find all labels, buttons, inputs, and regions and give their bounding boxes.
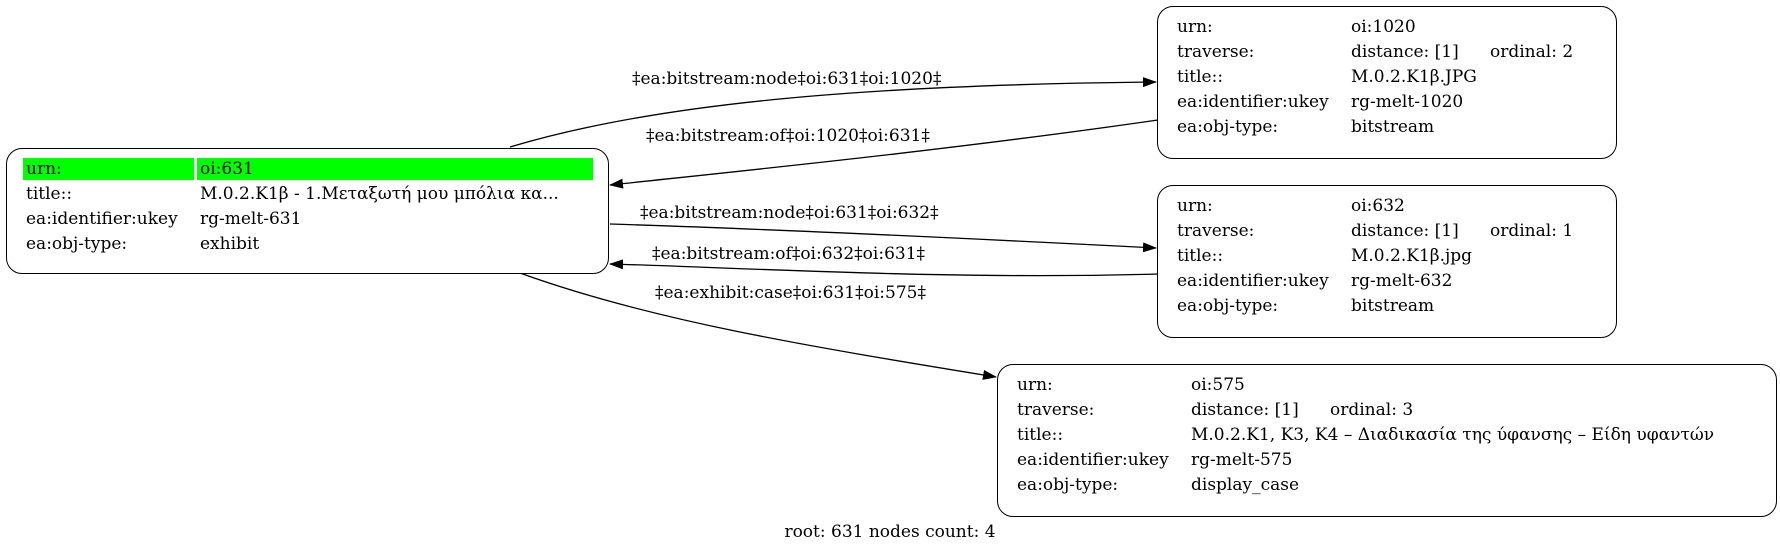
distance-value: distance: [1] xyxy=(1191,400,1299,420)
node-oi-1020: urn: oi:1020 traverse: distance: [1] ord… xyxy=(1157,6,1617,159)
edge-632-to-631 xyxy=(609,259,1159,277)
row-key: title:: xyxy=(1017,425,1064,445)
graph-footer: root: 631 nodes count: 4 xyxy=(784,522,996,542)
row-key: traverse: xyxy=(1177,221,1255,241)
row-value: M.0.2.K1β - 1.Μεταξωτή μου μπόλια κα... xyxy=(200,184,559,204)
row-key: ea:identifier:ukey xyxy=(26,209,178,229)
row-key: ea:identifier:ukey xyxy=(1017,450,1169,470)
node-table: urn: oi:1020 traverse: distance: [1] ord… xyxy=(1171,13,1579,141)
row-value: M.0.2.K1β.jpg xyxy=(1351,246,1473,266)
urn-row: urn: oi:1020 xyxy=(1174,16,1576,38)
distance-value: distance: [1] xyxy=(1351,221,1459,241)
row-value: oi:632 xyxy=(1351,196,1405,216)
edge-1020-to-631 xyxy=(609,119,1159,189)
ukey-row: ea:identifier:ukey rg-melt-1020 xyxy=(1174,91,1576,113)
row-key: urn: xyxy=(23,158,194,180)
edge-631-to-1020 xyxy=(509,77,1157,148)
row-value: rg-melt-631 xyxy=(200,209,302,229)
type-row: ea:obj-type: bitstream xyxy=(1174,295,1576,317)
row-key: ea:obj-type: xyxy=(1017,475,1119,495)
urn-row: urn: oi:575 xyxy=(1014,374,1717,396)
root-type-row: ea:obj-type: exhibit xyxy=(23,233,593,255)
row-key: traverse: xyxy=(1017,400,1095,420)
title-row: title:: M.0.2.K1, K3, K4 – Διαδικασία τη… xyxy=(1014,424,1717,446)
row-key: ea:identifier:ukey xyxy=(1177,271,1329,291)
row-key: ea:obj-type: xyxy=(1177,117,1279,137)
traverse-row: traverse: distance: [1] ordinal: 1 xyxy=(1174,220,1576,242)
row-value: rg-melt-575 xyxy=(1191,450,1293,470)
row-key: ea:identifier:ukey xyxy=(1177,92,1329,112)
edge-631-to-632 xyxy=(609,223,1157,253)
root-urn-row: urn: oi:631 xyxy=(23,158,593,180)
row-key: ea:obj-type: xyxy=(1177,296,1279,316)
edge-label: ‡ea:bitstream:of‡oi:1020‡oi:631‡ xyxy=(646,126,930,146)
row-value: rg-melt-632 xyxy=(1351,271,1453,291)
root-title-row: title:: M.0.2.K1β - 1.Μεταξωτή μου μπόλι… xyxy=(23,183,593,205)
root-node-table: urn: oi:631 title:: M.0.2.K1β - 1.Μεταξω… xyxy=(20,155,596,258)
node-table: urn: oi:575 traverse: distance: [1] ordi… xyxy=(1011,371,1720,499)
row-key: urn: xyxy=(1017,375,1053,395)
node-table: urn: oi:632 traverse: distance: [1] ordi… xyxy=(1171,192,1579,320)
ordinal-value: ordinal: 3 xyxy=(1330,400,1414,420)
edge-631-to-575 xyxy=(519,272,997,380)
node-oi-575: urn: oi:575 traverse: distance: [1] ordi… xyxy=(997,364,1777,517)
row-value: display_case xyxy=(1191,475,1300,495)
row-value: oi:575 xyxy=(1191,375,1245,395)
ordinal-value: ordinal: 1 xyxy=(1490,221,1574,241)
row-value: bitstream xyxy=(1351,117,1435,137)
traverse-row: traverse: distance: [1] ordinal: 3 xyxy=(1014,399,1717,421)
node-oi-632: urn: oi:632 traverse: distance: [1] ordi… xyxy=(1157,185,1617,338)
row-value: bitstream xyxy=(1351,296,1435,316)
row-value: exhibit xyxy=(200,234,260,254)
row-key: title:: xyxy=(26,184,73,204)
row-value: oi:1020 xyxy=(1351,17,1416,37)
row-key: title:: xyxy=(1177,246,1224,266)
type-row: ea:obj-type: bitstream xyxy=(1174,116,1576,138)
row-value: M.0.2.K1β.JPG xyxy=(1351,67,1477,87)
row-key: ea:obj-type: xyxy=(26,234,128,254)
row-value: rg-melt-1020 xyxy=(1351,92,1464,112)
distance-value: distance: [1] xyxy=(1351,42,1459,62)
ukey-row: ea:identifier:ukey rg-melt-632 xyxy=(1174,270,1576,292)
type-row: ea:obj-type: display_case xyxy=(1014,474,1717,496)
traverse-row: traverse: distance: [1] ordinal: 2 xyxy=(1174,41,1576,63)
edge-label: ‡ea:bitstream:node‡oi:631‡oi:632‡ xyxy=(640,203,939,223)
ordinal-value: ordinal: 2 xyxy=(1490,42,1574,62)
urn-row: urn: oi:632 xyxy=(1174,195,1576,217)
title-row: title:: M.0.2.K1β.jpg xyxy=(1174,245,1576,267)
row-key: traverse: xyxy=(1177,42,1255,62)
edge-label: ‡ea:bitstream:of‡oi:632‡oi:631‡ xyxy=(652,244,926,264)
row-key: urn: xyxy=(1177,196,1213,216)
row-value: oi:631 xyxy=(197,158,593,180)
edge-label: ‡ea:bitstream:node‡oi:631‡oi:1020‡ xyxy=(632,69,942,89)
row-key: urn: xyxy=(1177,17,1213,37)
row-value: M.0.2.K1, K3, K4 – Διαδικασία της ύφανση… xyxy=(1191,425,1715,445)
title-row: title:: M.0.2.K1β.JPG xyxy=(1174,66,1576,88)
root-node: urn: oi:631 title:: M.0.2.K1β - 1.Μεταξω… xyxy=(6,148,609,274)
ukey-row: ea:identifier:ukey rg-melt-575 xyxy=(1014,449,1717,471)
edge-label: ‡ea:exhibit:case‡oi:631‡oi:575‡ xyxy=(655,283,926,303)
root-ukey-row: ea:identifier:ukey rg-melt-631 xyxy=(23,208,593,230)
row-key: title:: xyxy=(1177,67,1224,87)
